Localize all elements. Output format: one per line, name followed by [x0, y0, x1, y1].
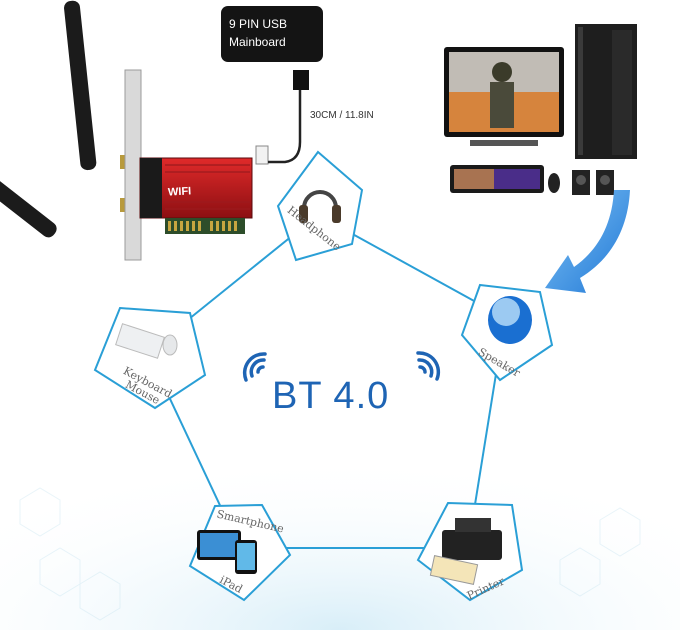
usb-callout-line2: Mainboard: [229, 35, 286, 49]
antenna-icon: [0, 156, 136, 238]
desktop-pc-icon: [444, 24, 637, 195]
hexagon-pattern: [19, 487, 641, 621]
usb-callout-line1: 9 PIN USB: [229, 17, 288, 31]
printer-badge: [416, 501, 524, 602]
arrow-icon: [545, 190, 630, 293]
headphone-badge: [276, 150, 364, 262]
usb-connector-icon: [293, 70, 309, 90]
signal-waves-icon: [242, 351, 441, 382]
pcie-bracket: [124, 69, 142, 261]
keyboard-badge: [93, 306, 207, 410]
usb-callout: 9 PIN USB Mainboard: [221, 6, 323, 62]
bt-title: BT 4.0: [272, 375, 390, 417]
cable-length-label: 30CM / 11.8IN: [310, 110, 374, 121]
speaker-badge: [460, 283, 554, 382]
background-haze: [0, 380, 680, 630]
wifi-card-icon: [139, 145, 269, 234]
usb-cable: [268, 88, 302, 164]
tablet-badge: [188, 503, 292, 602]
card-label: WIFI: [167, 185, 192, 199]
